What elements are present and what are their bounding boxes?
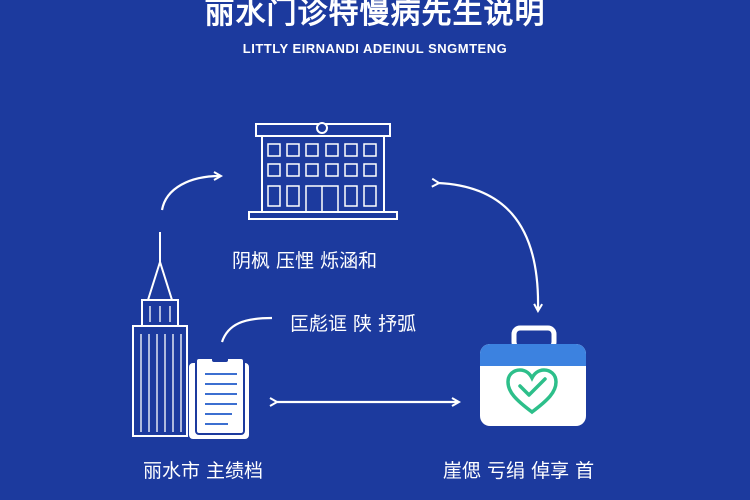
arrow-hospital-to-medical <box>438 183 538 310</box>
medical-kit-icon <box>480 325 586 426</box>
hospital-label: 阴枫 压悝 烁涵和 <box>232 250 378 272</box>
connection-label: 匞彪诓 陕 抒弧 <box>290 313 417 335</box>
hospital-building-icon <box>248 122 398 220</box>
page-subtitle: LITTLY EIRNANDI ADEINUL SNGMTENG <box>242 41 508 56</box>
city-label: 丽水市 主绩档 <box>143 460 264 482</box>
heart-check-icon <box>506 368 558 415</box>
clipboard-document-icon <box>189 354 249 439</box>
arrow-city-to-hospital <box>160 176 220 211</box>
city-tower-icon <box>132 232 188 437</box>
arrow-connection-link <box>220 316 273 343</box>
medical-label: 崖偲 亏绢 倬享 首 <box>443 460 595 482</box>
page-title: 丽水门诊特慢病先生说明 <box>204 0 546 31</box>
